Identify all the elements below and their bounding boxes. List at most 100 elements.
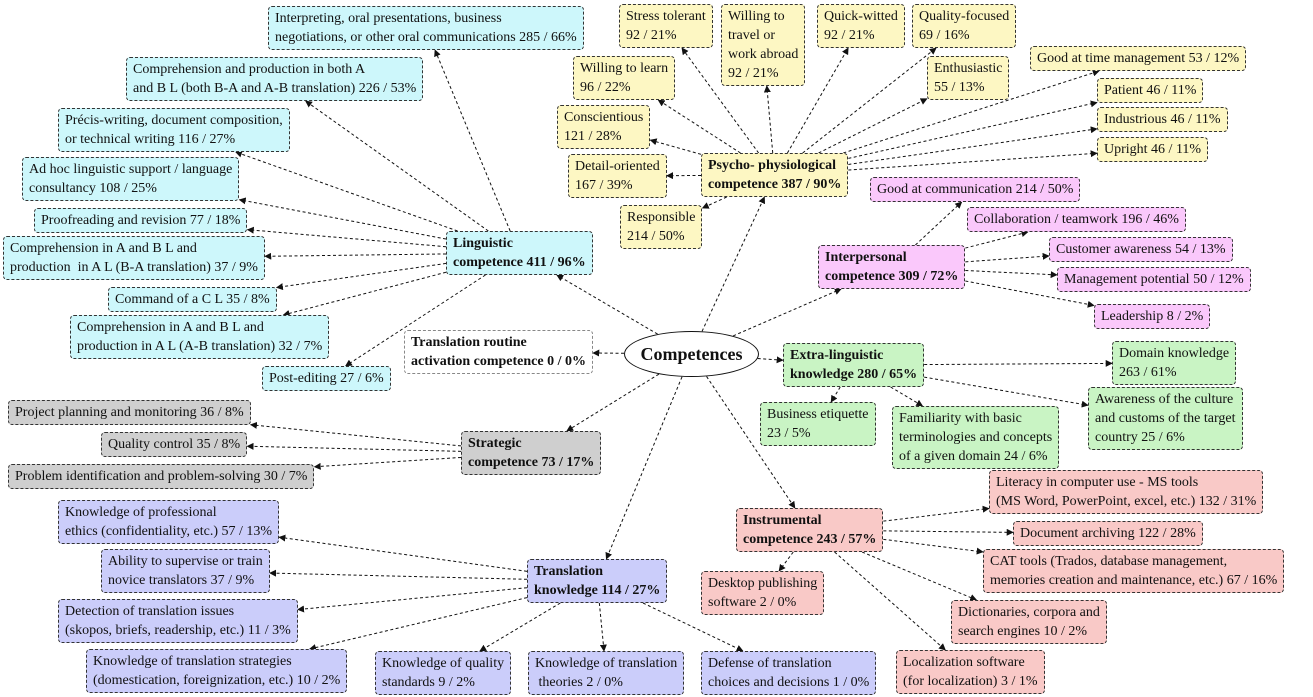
- leaf-node-trk7: Defense of translation choices and decis…: [701, 651, 877, 695]
- leaf-node-int5: Leadership 8 / 2%: [1094, 304, 1211, 329]
- edge-psy-psy10: [848, 126, 1098, 165]
- edge-psy-psy11: [848, 150, 1098, 171]
- hub-node-str: Strategic competence 73 / 17%: [461, 431, 602, 475]
- edge-lin-lin4: [238, 197, 447, 240]
- edge-lin-lin5: [246, 226, 447, 248]
- leaf-node-lin3: Précis-writing, document composition, or…: [58, 108, 290, 152]
- leaf-node-lin1: Interpreting, oral presentations, busine…: [268, 6, 584, 50]
- edge-lin-lin9: [344, 274, 486, 367]
- hub-node-trk: Translation knowledge 114 / 27%: [527, 559, 668, 603]
- leaf-node-str1: Project planning and monitoring 36 / 8%: [8, 400, 251, 425]
- leaf-node-int3: Customer awareness 54 / 13%: [1049, 237, 1233, 262]
- edge-trk-trk5: [479, 602, 561, 652]
- edge-psy-psy13: [701, 196, 727, 209]
- edge-trk-trk6: [598, 602, 607, 652]
- edge-ins-ins4: [778, 551, 794, 572]
- edge-center-ins: [706, 376, 796, 509]
- leaf-node-trk5: Knowledge of quality standards 9 / 2%: [375, 651, 512, 695]
- leaf-node-ext1: Domain knowledge 263 / 61%: [1112, 341, 1237, 385]
- hub-node-ext: Extra-linguistic knowledge 280 / 65%: [783, 343, 925, 387]
- leaf-node-psy12: Detail-oriented 167 / 39%: [568, 154, 667, 198]
- edge-trk-trk7: [642, 602, 744, 652]
- edge-int-int1: [915, 201, 963, 246]
- leaf-node-int4: Management potential 50 / 12%: [1057, 267, 1251, 292]
- edge-lin-lin8: [282, 271, 447, 317]
- edge-center-int: [732, 288, 842, 337]
- leaf-node-ins3: CAT tools (Trados, database management, …: [983, 549, 1285, 593]
- hub-node-psy: Psycho- physiological competence 387 / 9…: [701, 153, 849, 197]
- leaf-node-trk3: Detection of translation issues (skopos,…: [58, 599, 298, 643]
- leaf-node-psy13: Responsible 214 / 50%: [620, 205, 703, 249]
- edge-ins-ins1: [883, 505, 990, 522]
- hub-node-ins: Instrumental competence 243 / 57%: [736, 508, 884, 552]
- edge-psy-psy8: [649, 138, 702, 155]
- leaf-node-psy7: Good at time management 53 / 12%: [1030, 46, 1247, 71]
- leaf-node-ins6: Localization software (for localization)…: [896, 650, 1045, 694]
- edge-psy-psy7: [843, 69, 1100, 154]
- edge-psy-psy3: [786, 47, 849, 154]
- leaf-node-lin7: Command of a C L 35 / 8%: [108, 287, 277, 312]
- edge-str-str1: [249, 421, 462, 447]
- leaf-node-int2: Collaboration / teamwork 196 / 46%: [967, 207, 1186, 232]
- edge-lin-lin6: [264, 252, 447, 260]
- center-node-competences: Competences: [624, 331, 759, 377]
- edge-center-str: [566, 373, 660, 432]
- leaf-node-lin2: Comprehension and production in both A a…: [126, 57, 424, 101]
- leaf-node-psy6: Enthusiastic 55 / 13%: [927, 56, 1010, 100]
- leaf-node-ins5: Dictionaries, corpora and search engines…: [951, 600, 1107, 644]
- leaf-node-lin6: Comprehension in A and B L and productio…: [3, 236, 265, 280]
- leaf-node-psy2: Willing to travel or work abroad 92 / 21…: [721, 4, 806, 86]
- edge-center-ext: [757, 356, 784, 364]
- leaf-node-lin9: Post-editing 27 / 6%: [262, 366, 391, 391]
- leaf-node-trk4: Knowledge of translation strategies (dom…: [86, 649, 348, 693]
- leaf-node-ext4: Awareness of the culture and customs of …: [1088, 387, 1243, 450]
- edge-ins-ins6: [834, 551, 946, 651]
- leaf-node-trk1: Knowledge of professional ethics (confid…: [58, 500, 280, 544]
- leaf-node-lin5: Proofreading and revision 77 / 18%: [34, 208, 248, 233]
- leaf-node-psy5: Willing to learn 96 / 22%: [573, 56, 676, 100]
- leaf-node-lin8: Comprehension in A and B L and productio…: [70, 315, 330, 359]
- edge-psy-psy9: [848, 100, 1098, 159]
- edge-ext-ext3: [890, 386, 924, 407]
- edge-ins-ins2: [883, 528, 1014, 536]
- edge-trk-trk4: [308, 597, 528, 651]
- edge-lin-lin7: [275, 262, 447, 291]
- edge-center-trk: [605, 376, 683, 560]
- leaf-node-ins1: Literacy in computer use - MS tools (MS …: [989, 470, 1264, 514]
- leaf-node-psy4: Quality-focused 69 / 16%: [912, 4, 1017, 48]
- hub-node-rou: Translation routine activation competenc…: [404, 330, 593, 374]
- leaf-node-ext2: Business etiquette 23 / 5%: [760, 402, 876, 446]
- leaf-node-lin4: Ad hoc linguistic support / language con…: [22, 157, 240, 201]
- leaf-node-psy1: Stress tolerant 92 / 21%: [619, 4, 713, 48]
- edge-center-psy: [701, 196, 765, 332]
- edge-trk-trk3: [297, 587, 528, 613]
- edge-psy-psy6: [818, 98, 928, 154]
- edge-ins-ins5: [861, 551, 978, 601]
- leaf-node-str2: Quality control 35 / 8%: [101, 432, 248, 457]
- leaf-node-trk2: Ability to supervise or train novice tra…: [101, 549, 270, 593]
- edge-ins-ins3: [883, 538, 984, 555]
- edge-str-str3: [313, 456, 462, 470]
- edge-psy-psy2: [763, 85, 774, 154]
- edge-psy-psy4: [802, 47, 937, 154]
- leaf-node-psy10: Industrious 46 / 11%: [1097, 107, 1228, 132]
- edge-int-int3: [965, 252, 1050, 263]
- edge-ext-ext1: [924, 359, 1113, 367]
- leaf-node-psy8: Conscientious 121 / 28%: [557, 105, 651, 149]
- leaf-node-int1: Good at communication 214 / 50%: [870, 177, 1081, 202]
- edge-str-str2: [246, 442, 462, 452]
- edge-lin-lin3: [234, 150, 458, 232]
- edge-ext-ext2: [830, 386, 841, 403]
- leaf-node-trk6: Knowledge of translation theories 2 / 0%: [528, 651, 685, 695]
- leaf-node-psy3: Quick-witted 92 / 21%: [817, 4, 905, 48]
- edge-psy-psy5: [657, 99, 741, 154]
- leaf-node-psy9: Patient 46 / 11%: [1097, 78, 1204, 103]
- leaf-node-ins2: Document archiving 122 / 28%: [1013, 521, 1203, 546]
- hub-node-int: Interpersonal competence 309 / 72%: [818, 245, 966, 289]
- leaf-node-str3: Problem identification and problem-solvi…: [8, 464, 315, 489]
- edge-int-int2: [965, 230, 1029, 249]
- edge-lin-lin2: [305, 100, 489, 232]
- edge-center-lin: [556, 274, 658, 335]
- edge-ext-ext4: [924, 376, 1089, 408]
